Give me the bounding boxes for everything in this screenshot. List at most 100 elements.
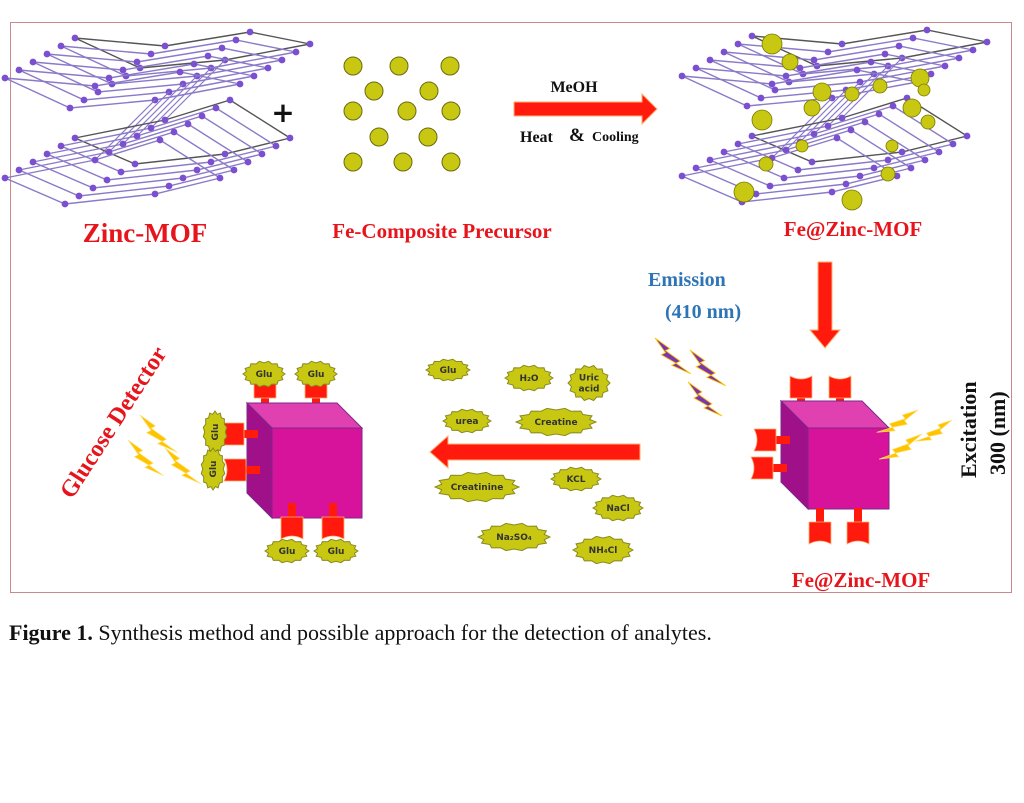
analyte-label: Glu [279,547,296,557]
mof-node [824,122,832,130]
mof-rod [108,91,170,153]
mof-node [43,150,51,158]
analyte-shape [442,408,492,434]
mof-node [766,182,774,190]
mof-node [678,172,686,180]
mof-node [75,192,83,200]
fe-precursor-particle [369,127,389,147]
mof-node [853,66,861,74]
mof-node [232,36,240,44]
mof-node [246,28,254,36]
reaction-arrow: MeOH Heat & Cooling [513,79,658,146]
analyte-badge: Glu [200,447,226,491]
zinc-mof-lattice [1,28,314,208]
emission-bolts [654,337,727,417]
mof-node [236,80,244,88]
reaction-solvent-label: MeOH [550,79,598,96]
fe-zinc-mof-lattice [678,26,991,211]
receptor-stem [773,464,787,472]
mof-node [748,32,756,40]
reaction-condition-amp: & [569,125,585,146]
analyte-label: Glu [308,370,325,380]
mof-node [230,166,238,174]
mof-node [71,34,79,42]
fe-precursor-particle [343,152,363,172]
fe-particle [812,82,832,102]
receptor-cup [321,516,345,540]
glucose-detector-label: Glucose Detector [55,342,172,503]
mof-node [720,48,728,56]
mof-rod [4,139,222,205]
analyte-label: Glu [440,366,457,376]
mof-node [306,40,314,48]
mof-node [15,166,23,174]
mof-node [808,158,816,166]
mof-node [842,180,850,188]
mof-rod [136,75,198,137]
mof-node [771,86,779,94]
receptor-cup [753,428,777,452]
receptor-cup [223,458,247,482]
mof-node [57,142,65,150]
mof-node [884,156,892,164]
mof-node [198,112,206,120]
fe-precursor-particle [441,101,461,121]
mof-node [286,134,294,142]
mof-node [734,40,742,48]
mof-node [692,64,700,72]
mof-node [909,34,917,42]
reaction-condition-heat: Heat [520,129,554,146]
plus-sign: + [271,96,294,129]
mof-node [119,140,127,148]
mof-rod [841,57,903,119]
mof-node [889,102,897,110]
fe-zinc-mof-label-top: Fe@Zinc-MOF [784,217,923,241]
mof-rod [681,137,899,203]
analyte-badge: Creatinine [433,471,521,503]
mof-node [103,176,111,184]
fe-precursor-particle [343,56,363,76]
mof-node [734,140,742,148]
fe-precursor-label: Fe-Composite Precursor [332,219,551,243]
receptor-cup [280,516,304,540]
analyte-shape [476,522,552,552]
mof-node [264,64,272,72]
mof-node [15,66,23,74]
cube-front-face [271,427,363,519]
mof-node [706,156,714,164]
analyte-shape [242,360,286,388]
mof-node [870,164,878,172]
detector-bolts [127,414,202,485]
analyte-label: Glu [211,424,221,441]
mof-node [244,158,252,166]
fe-zinc-mof-label-bottom: Fe@Zinc-MOF [792,568,931,592]
mof-node [179,174,187,182]
mof-node [867,58,875,66]
caption-prefix: Figure 1. [9,620,93,645]
fe-precursor-particle [364,81,384,101]
zinc-mof-label: Zinc-MOF [83,218,207,248]
mof-node [216,174,224,182]
mof-node [170,128,178,136]
analyte-shape [313,538,359,564]
analyte-badge: Glu [313,538,359,564]
fe-precursor-particle [419,81,439,101]
mof-rod [150,67,212,129]
caption-text: Synthesis method and possible approach f… [92,620,712,645]
mof-node [838,114,846,122]
mof-node [963,132,971,140]
analyte-shape [294,360,338,388]
mof-node [43,50,51,58]
left-arrow-icon [429,434,641,470]
mof-node [983,38,991,46]
analyte-badge: NaCl [592,494,644,522]
mof-node [706,56,714,64]
mof-node [898,148,906,156]
analyte-shape [592,494,644,522]
analyte-label: Glu [209,461,219,478]
fe-particle [920,114,936,130]
analyte-shape [200,447,226,491]
receptor-stem [329,503,337,517]
